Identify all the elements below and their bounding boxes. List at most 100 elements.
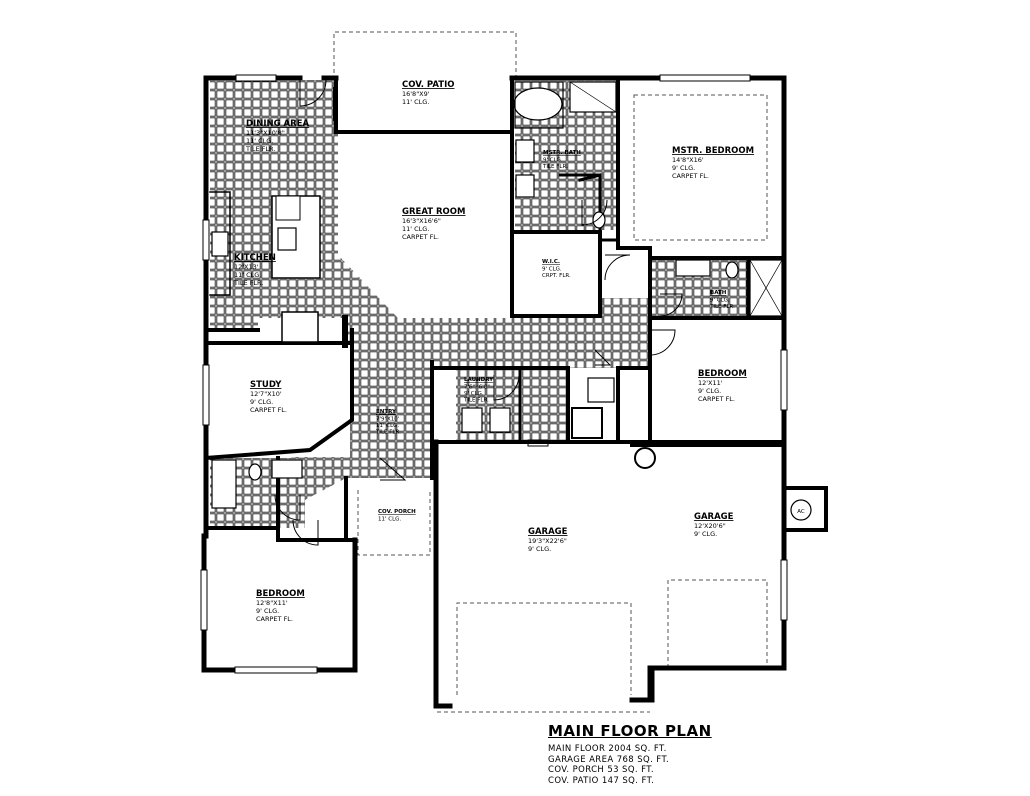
- room-detail-study: CARPET FL.: [250, 406, 287, 414]
- door-mstr: [604, 254, 631, 281]
- room-name-cov-porch: COV. PORCH: [378, 509, 416, 515]
- vanity-master-1: [515, 139, 535, 163]
- room-detail-entry: TILE FLR.: [375, 430, 401, 436]
- window-study: [202, 364, 210, 426]
- plan-title: MAIN FLOOR PLAN: [548, 722, 712, 740]
- room-detail-kitchen: 11' CLG.: [234, 271, 261, 279]
- room-detail-cov-patio: 11' CLG.: [402, 98, 429, 106]
- window-east-bed: [780, 349, 788, 411]
- door-east-bed: [649, 329, 676, 356]
- door-patio: [299, 79, 327, 107]
- window-bed-sw-west: [200, 569, 208, 631]
- dashed-outlines: [333, 31, 768, 713]
- room-detail-laundry: 7'6"X6'8": [464, 385, 490, 391]
- room-detail-laundry: TILE FLR.: [463, 398, 489, 404]
- dryer: [489, 407, 511, 433]
- window-bed-sw: [234, 666, 318, 674]
- room-name-garage-1: GARAGE: [528, 527, 568, 537]
- kitchen-counter: [209, 191, 231, 296]
- room-detail-entry: 11' CLG.: [376, 423, 399, 429]
- door-garage: [527, 439, 549, 447]
- room-detail-mstr-bath: TILE FLR.: [542, 164, 568, 170]
- room-name-mstr-bath: MSTR. BATH: [543, 150, 581, 156]
- room-name-dining-area: DINING AREA: [246, 119, 309, 129]
- room-name-laundry: LAUNDRY: [464, 377, 494, 383]
- ac-circle: [790, 499, 812, 521]
- room-detail-wic: CRPT. FLR.: [542, 273, 571, 279]
- room-detail-bedroom-east: CARPET FL.: [698, 395, 735, 403]
- room-name-entry: ENTRY: [376, 409, 397, 415]
- tile-laundry-corridor: [520, 368, 568, 440]
- stat-main-floor: MAIN FLOOR 2004 SQ. FT.: [548, 744, 667, 754]
- room-detail-laundry: 9' CLG.: [464, 391, 484, 397]
- door-bath-sw: [274, 494, 301, 521]
- windows: [200, 74, 788, 674]
- washer: [461, 407, 483, 433]
- stat-garage-area: GARAGE AREA 768 SQ. FT.: [548, 754, 670, 765]
- water-heater-garage: [634, 447, 656, 469]
- room-detail-study: 9' CLG.: [250, 398, 273, 406]
- shower-bath-2-x2: [749, 259, 783, 317]
- room-detail-entry: 7'9"X10': [376, 417, 399, 423]
- room-detail-bath-2: TILE FLR.: [709, 304, 735, 310]
- room-name-garage-2: GARAGE: [694, 512, 734, 522]
- room-interiors: [208, 80, 782, 700]
- vanity-sw: [271, 459, 303, 479]
- room-detail-great-room: 16'3"X16'6": [402, 217, 441, 225]
- room-detail-bedroom-sw: CARPET FL.: [256, 615, 293, 623]
- room-detail-mstr-bedroom: 14'8"X16': [672, 156, 704, 164]
- window-west-kitchen: [202, 219, 210, 261]
- wic-floor: [515, 232, 601, 314]
- tile-dining-kitchen: [210, 80, 432, 330]
- wall-toilet-room: [578, 173, 620, 242]
- room-detail-mstr-bedroom: CARPET FL.: [672, 172, 709, 180]
- great-room-floor: [340, 132, 512, 318]
- room-name-bedroom-sw: BEDROOM: [256, 589, 305, 599]
- room-detail-wic: 9' CLG.: [542, 267, 562, 273]
- room-name-great-room: GREAT ROOM: [402, 207, 465, 217]
- door-entry: [379, 457, 407, 481]
- bathtub-sw: [211, 459, 237, 509]
- room-detail-great-room: CARPET FL.: [402, 233, 439, 241]
- wall-ac: [782, 486, 828, 532]
- door-swings: [274, 79, 683, 546]
- room-name-wic: W.I.C.: [542, 259, 560, 265]
- sink-kitchen: [277, 227, 297, 251]
- bedroom-east-floor: [650, 318, 782, 445]
- room-detail-cov-patio: 16'8"X9': [402, 90, 430, 98]
- range-kitchen: [211, 231, 229, 257]
- wall-study-east: [203, 328, 354, 461]
- room-detail-garage-2: 12'X20'6": [694, 522, 726, 530]
- room-detail-dining-area: 11' CLG.: [246, 137, 273, 145]
- room-detail-bedroom-east: 12'X11': [698, 379, 723, 387]
- kitchen-island-top: [275, 195, 301, 221]
- ac-unit: AC: [790, 499, 812, 521]
- vanity-master-2: [515, 174, 535, 198]
- door-bed-sw: [292, 519, 319, 546]
- bathtub-master-frame: [514, 81, 564, 129]
- bathtub-master: [513, 87, 563, 121]
- fixtures: [211, 81, 783, 509]
- area-stats: MAIN FLOOR 2004 SQ. FT. GARAGE AREA 768 …: [548, 744, 748, 786]
- room-name-kitchen: KITCHEN: [234, 253, 276, 263]
- window-north-1: [235, 74, 277, 82]
- room-detail-bedroom-sw: 9' CLG.: [256, 607, 279, 615]
- wall-north-east: [509, 75, 787, 321]
- stat-cov-porch: COV. PORCH 53 SQ. FT.: [548, 765, 654, 775]
- room-name-cov-patio: COV. PATIO: [402, 80, 454, 90]
- door-wic: [581, 199, 608, 226]
- garage-floor: [438, 442, 782, 700]
- room-name-bedroom-east: BEDROOM: [698, 369, 747, 379]
- toilet-sw: [248, 463, 262, 481]
- shower-master-x1: [569, 81, 617, 113]
- tile-hall-east: [600, 298, 650, 368]
- mstr-closet-dash: [633, 94, 768, 241]
- room-detail-kitchen: 12'X13': [234, 263, 259, 271]
- room-detail-kitchen: TILE FLR.: [233, 279, 263, 287]
- study-floor: [210, 345, 350, 457]
- door-bath-2: [659, 293, 683, 317]
- wall-patio-back: [334, 76, 514, 134]
- room-detail-cov-porch: 11' CLG.: [378, 517, 401, 523]
